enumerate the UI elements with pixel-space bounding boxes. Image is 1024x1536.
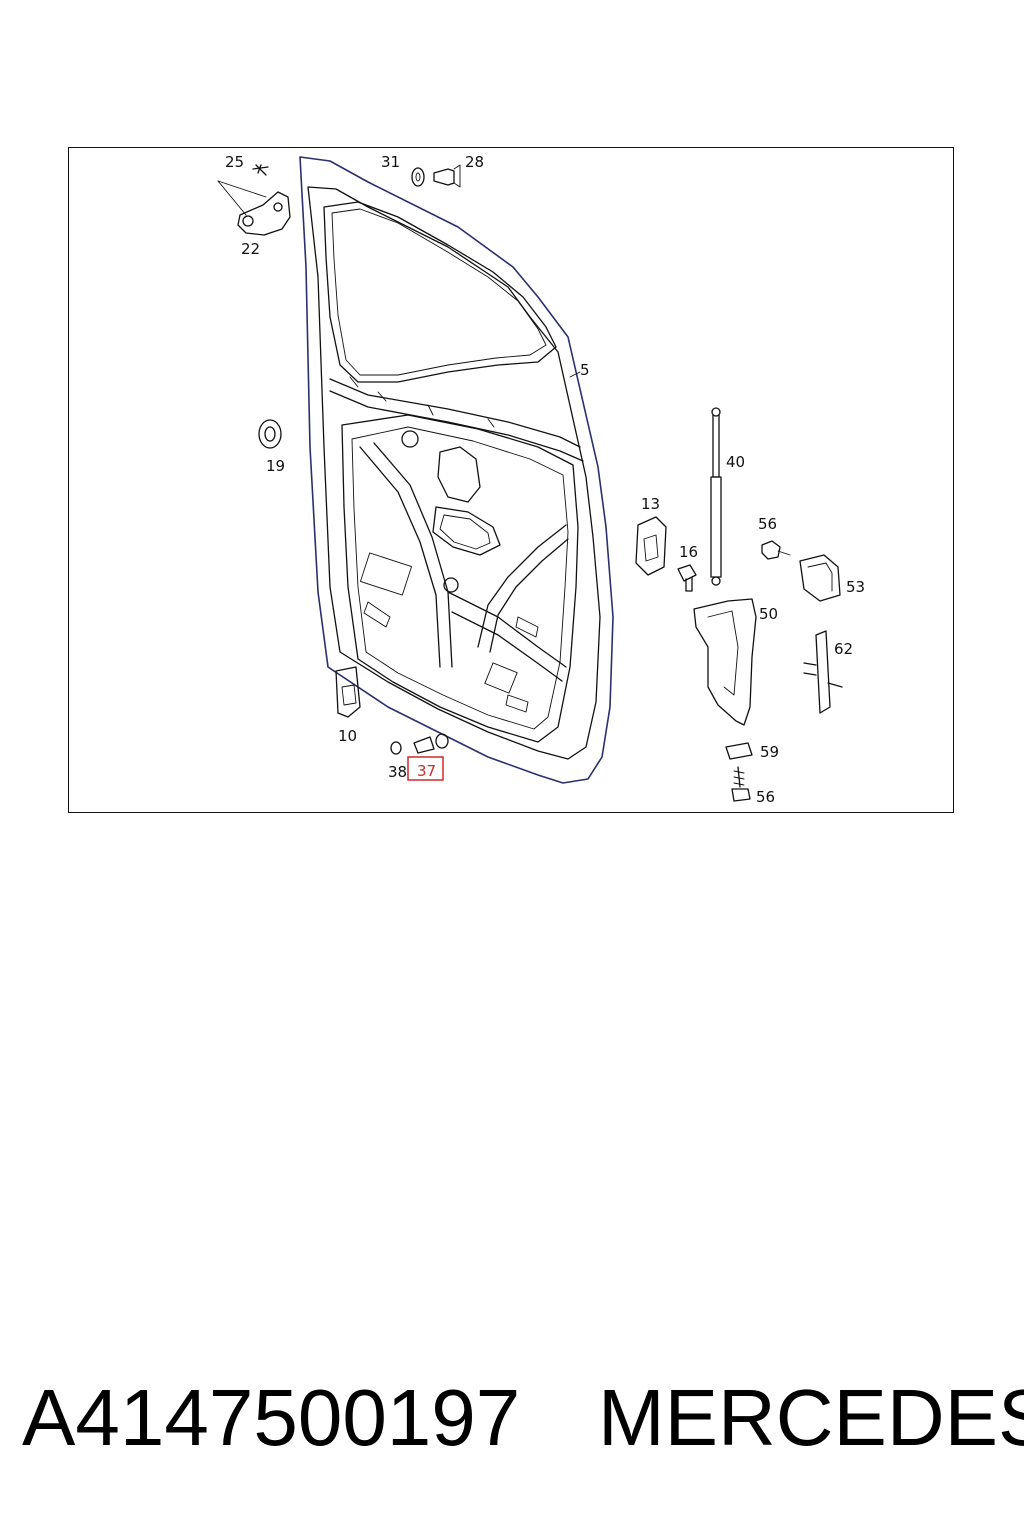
brand-name: MERCEDES	[598, 1373, 1024, 1462]
screw-part-56-lower	[731, 766, 751, 802]
bumper-part-53	[799, 554, 841, 602]
callout-38: 38	[388, 763, 407, 781]
callout-40: 40	[726, 453, 745, 471]
callout-13: 13	[641, 495, 660, 513]
callout-50: 50	[759, 605, 778, 623]
hinge-part-22	[217, 164, 291, 236]
caption: A4147500197 MERCEDES	[22, 1372, 1024, 1472]
callout-56-upper: 56	[758, 515, 777, 533]
callout-22: 22	[241, 240, 260, 258]
grommet-part-19	[258, 419, 282, 449]
callout-56-lower: 56	[756, 788, 775, 806]
tailgate-panel	[299, 156, 614, 784]
callout-62: 62	[834, 640, 853, 658]
callout-19: 19	[266, 457, 285, 475]
cover-part-10	[335, 666, 361, 718]
bolt-part-56-upper	[761, 540, 791, 560]
parts-diagram: 25 22 31 28 5 19 40 13 16 56 53 50 62 10…	[217, 153, 865, 806]
callout-37-highlight-box	[407, 756, 444, 781]
trim-panel-part-50	[693, 598, 757, 726]
gas-strut-part-40	[710, 407, 722, 586]
callout-31: 31	[381, 153, 400, 171]
callout-25: 25	[225, 153, 244, 171]
callout-37: 37	[417, 762, 436, 780]
callout-53: 53	[846, 578, 865, 596]
callout-5: 5	[580, 361, 590, 379]
striker-part-62	[803, 630, 843, 714]
part-number: A4147500197	[22, 1373, 521, 1462]
callout-28: 28	[465, 153, 484, 171]
bolt-part-28	[411, 164, 461, 188]
screw-part-37	[390, 733, 449, 755]
handle-part-13	[635, 516, 667, 576]
pin-part-16	[677, 564, 697, 592]
diagram-frame	[68, 147, 954, 813]
callout-labels: 25 22 31 28 5 19 40 13 16 56 53 50 62 10…	[225, 153, 865, 806]
clip-part-59	[725, 742, 753, 760]
callout-16: 16	[679, 543, 698, 561]
callout-10: 10	[338, 727, 357, 745]
callout-59: 59	[760, 743, 779, 761]
